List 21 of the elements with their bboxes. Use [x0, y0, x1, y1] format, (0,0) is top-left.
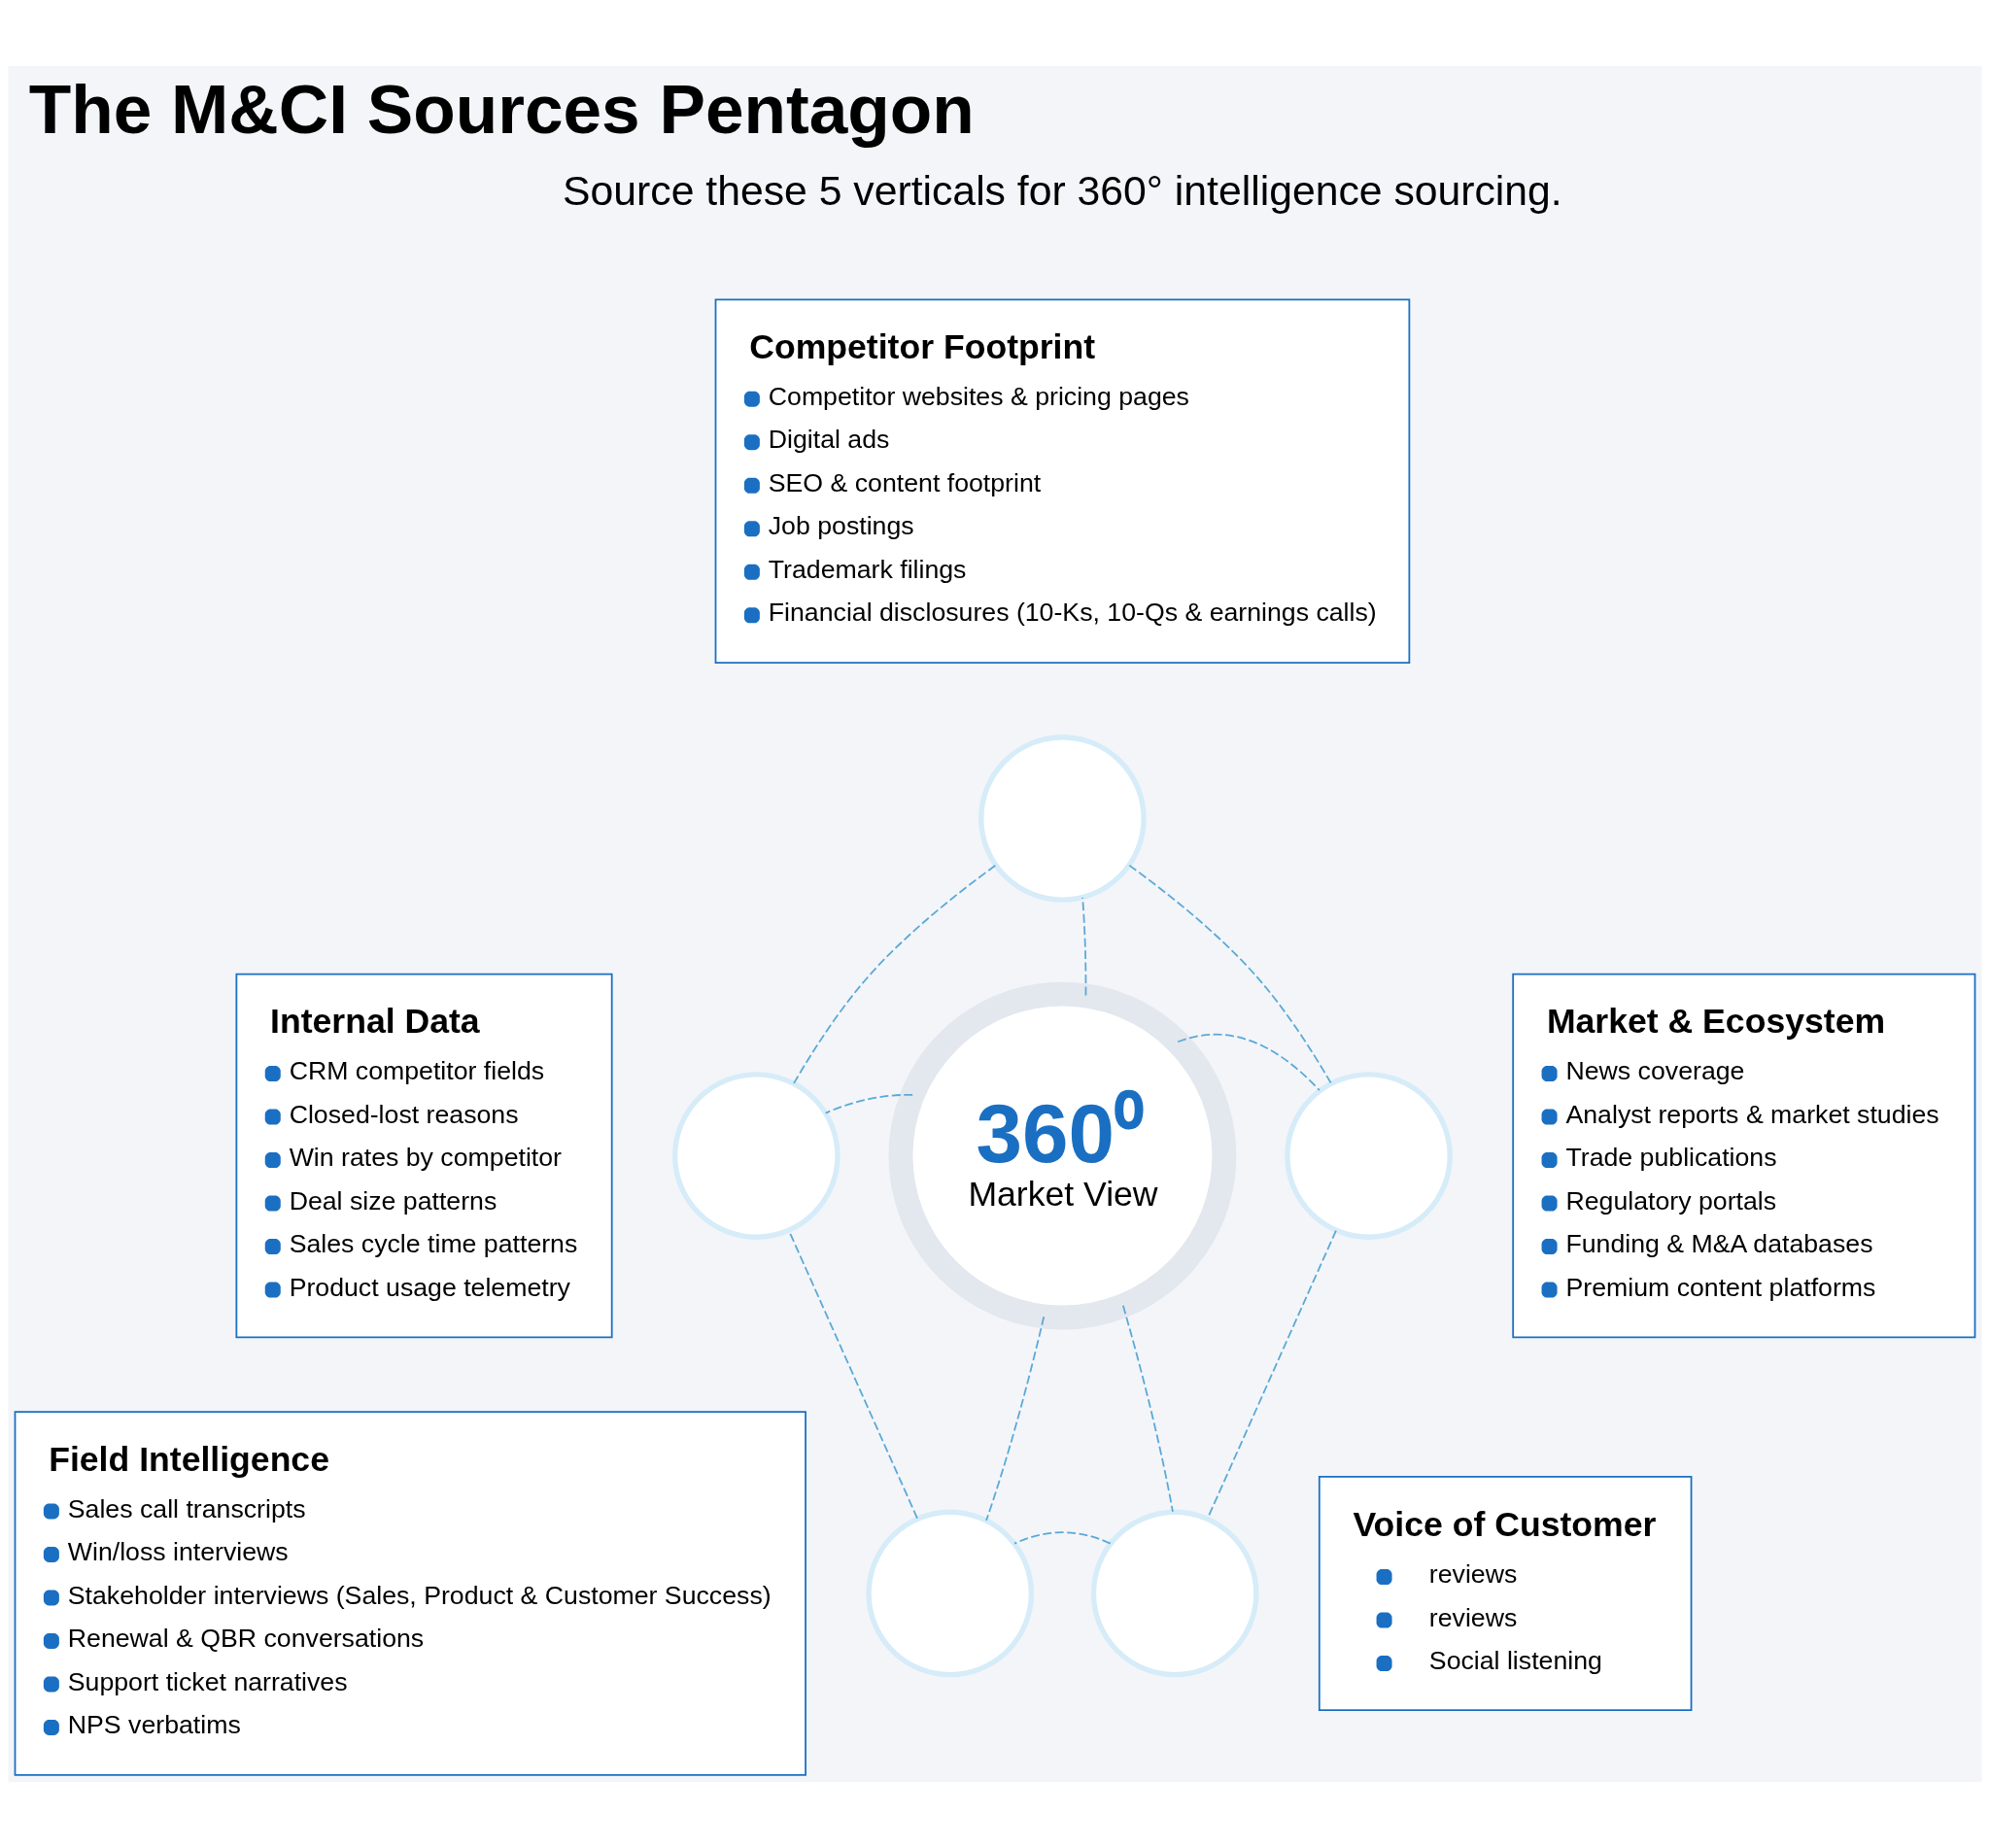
- node-circle: [978, 735, 1147, 903]
- connector: [1013, 1531, 1112, 1545]
- connector: [793, 864, 997, 1084]
- connector: [824, 1093, 914, 1114]
- connector: [1081, 897, 1087, 997]
- node-circle: 360⁰ Market View: [888, 981, 1237, 1330]
- node-circle: [866, 1509, 1035, 1678]
- node-circle: [672, 1072, 841, 1240]
- diagram-title: The M&CI Sources Pentagon: [28, 71, 975, 149]
- connector: [1128, 864, 1332, 1084]
- connector: [985, 1316, 1046, 1522]
- node-box: Market & Ecosystem News coverage Analyst reports & market studies Trade publications Regulatory portals Funding & M&A databases Premium content platforms: [1512, 973, 1976, 1339]
- connector: [1177, 1033, 1321, 1092]
- node-box: Voice of Customer reviews reviews Social listening: [1318, 1475, 1693, 1711]
- connector: [1121, 1304, 1174, 1513]
- node-box: Internal Data CRM competitor fields Closed-lost reasons Win rates by competitor Deal size patterns Sales cycle time patterns Product usage telemetry: [235, 973, 613, 1339]
- label: Source these 5 verticals for 360° intelligence sourcing.: [563, 166, 1562, 214]
- node-circle: [1285, 1072, 1453, 1240]
- node-box: Competitor Footprint Competitor websites & pricing pages Digital ads SEO & content footprint Job postings Trademark filings Financial disclosures (10-Ks, 10-Qs & earnings calls): [714, 298, 1411, 665]
- node-circle: [1090, 1509, 1259, 1678]
- node-box: Field Intelligence Sales call transcripts Win/loss interviews Stakeholder interviews (Sales, Product & Customer Success) Renewal & QBR conversations Support ticket narratives NPS verbatims: [14, 1411, 806, 1776]
